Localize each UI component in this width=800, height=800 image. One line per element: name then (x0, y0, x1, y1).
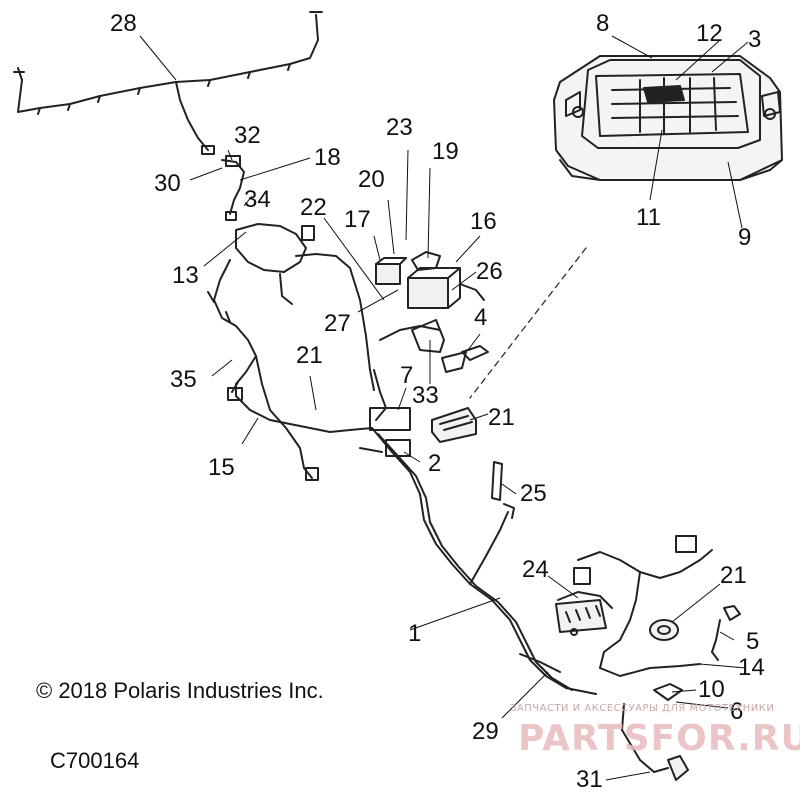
callout-2: 2 (428, 450, 442, 477)
callout-21b: 21 (488, 404, 515, 431)
callout-20: 20 (358, 166, 385, 193)
callout-18: 18 (314, 144, 341, 171)
watermark-tagline: ЗАПЧАСТИ И АКСЕССУАРЫ ДЛЯ МОТОТЕХНИКИ (510, 703, 775, 714)
callout-32: 31 (576, 766, 603, 793)
diagram-part-code: C700164 (50, 748, 140, 773)
callout-6: 6 (730, 698, 744, 725)
harness-29 (13, 11, 323, 155)
callout-15: 15 (208, 454, 235, 481)
callout-35: 34 (244, 186, 271, 213)
relay-17 (375, 257, 407, 285)
bracket-19 (411, 251, 441, 271)
bracket-34 (411, 319, 445, 353)
cover-4 (441, 345, 489, 373)
callout-22: 21 (720, 562, 747, 589)
watermark-brand: PARTSFOR.RU (518, 718, 800, 759)
callout-26: 25 (520, 480, 547, 507)
leader-dashed (469, 247, 587, 399)
callout-1: 1 (408, 620, 422, 647)
callout-17: 17 (344, 206, 371, 233)
callout-16: 16 (470, 208, 497, 235)
leader-lines (139, 35, 749, 781)
fuse-box (553, 55, 783, 181)
callout-3: 3 (748, 26, 762, 53)
callout-33: 32 (234, 122, 261, 149)
callout-31: 30 (154, 170, 181, 197)
callout-34: 33 (412, 382, 439, 409)
callout-28: 27 (324, 310, 351, 337)
callout-4: 4 (474, 304, 488, 331)
callout-36: 35 (170, 366, 197, 393)
harness-lower-right (519, 535, 741, 781)
callout-11: 11 (636, 204, 661, 231)
module-27 (407, 267, 485, 309)
copyright-text: © 2018 Polaris Industries Inc. (36, 678, 324, 703)
callout-25: 24 (522, 556, 549, 583)
callout-30: 29 (472, 718, 499, 745)
callout-24: 23 (386, 114, 413, 141)
callout-7: 7 (400, 362, 414, 389)
callout-23: 22 (300, 194, 327, 221)
callout-13: 13 (172, 262, 199, 289)
terminal-block-21 (431, 407, 477, 443)
harness-13-15 (207, 223, 375, 481)
callout-21a: 21 (296, 342, 323, 369)
connector-group-2 (359, 407, 411, 457)
callout-10: 10 (698, 676, 725, 703)
callout-9: 9 (738, 224, 752, 251)
harness-31 (221, 155, 245, 221)
callout-27: 26 (476, 258, 503, 285)
callout-19: 19 (432, 138, 459, 165)
strap-26 (491, 461, 515, 519)
callout-14: 14 (738, 654, 765, 681)
callout-29: 28 (110, 10, 137, 37)
callout-12: 12 (696, 20, 723, 47)
callout-8: 8 (596, 10, 610, 37)
callout-5: 5 (746, 628, 760, 655)
